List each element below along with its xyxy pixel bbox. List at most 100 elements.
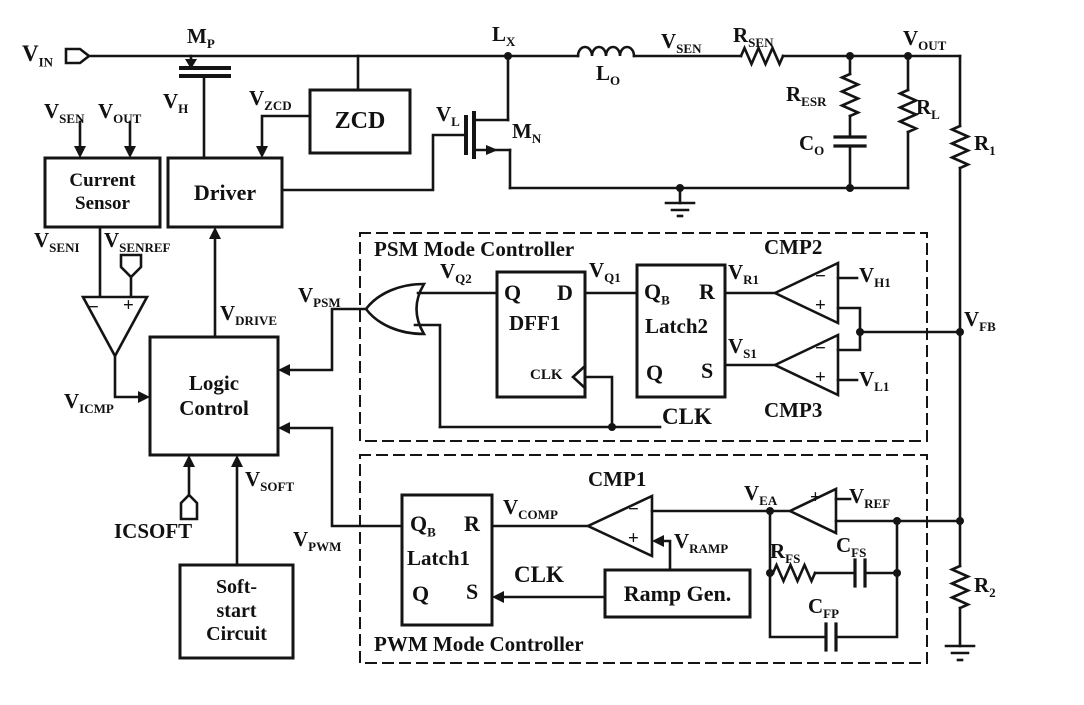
label-vramp: VRAMP <box>674 529 729 557</box>
label-vref: VREF <box>849 484 891 512</box>
label-mn: MN <box>512 119 542 147</box>
latch1-qb-label: QB <box>410 511 436 540</box>
junction-dots <box>504 52 964 577</box>
label-vsen-in: VSEN <box>44 99 85 127</box>
dff1-clock-wedge <box>571 364 587 390</box>
zcd-block <box>308 88 412 155</box>
label-vfb: VFB <box>964 307 996 335</box>
label-icsoft: ICSOFT <box>114 519 193 543</box>
label-clk-pwm: CLK <box>514 562 564 587</box>
cmp2-triangle <box>771 260 862 334</box>
latch1-name-label: Latch1 <box>407 546 470 570</box>
label-vh: VH <box>163 89 189 117</box>
latch2-q-label: Q <box>646 360 664 385</box>
label-vq1: VQ1 <box>589 258 621 286</box>
cmp2-minus-sign: − <box>815 266 826 287</box>
label-clk-psm: CLK <box>662 404 712 429</box>
vpsm-wire <box>278 307 367 376</box>
feedback-divider <box>944 54 976 662</box>
current-sensor-inputs <box>74 120 136 158</box>
cmp1-plus-sign: + <box>628 528 639 549</box>
label-vdrive: VDRIVE <box>220 301 278 329</box>
psm-controller-title: PSM Mode Controller <box>374 237 575 261</box>
vsoft-wire <box>231 455 243 567</box>
top-rail <box>87 44 962 68</box>
dff1-d-label: D <box>557 280 573 305</box>
label-cmp1: CMP1 <box>588 467 647 491</box>
label-vin: VIN <box>22 41 54 70</box>
resistor-resr <box>838 72 862 118</box>
label-resr: RESR <box>786 82 827 110</box>
or-gate <box>364 282 499 429</box>
psm-controller-box <box>359 232 928 442</box>
label-vq2: VQ2 <box>440 259 472 287</box>
dff1-block <box>495 270 587 399</box>
cmp2-plus-sign: + <box>815 295 826 316</box>
mp-transistor <box>179 54 231 160</box>
power-ground-rail <box>508 186 910 218</box>
label-mp: MP <box>187 24 215 52</box>
latch2-block <box>635 263 727 399</box>
latch2-qb-label: QB <box>644 279 670 308</box>
resistor-r1 <box>948 124 972 170</box>
dff1-q-label: Q <box>504 280 522 305</box>
cmp3-minus-sign: − <box>815 338 826 359</box>
psm-signal-wires <box>583 291 777 367</box>
label-vcomp: VCOMP <box>503 495 558 523</box>
pwm-controller-title: PWM Mode Controller <box>374 632 584 656</box>
latch2-s-label: S <box>701 358 714 383</box>
dff1-name-label: DFF1 <box>509 311 561 335</box>
label-vs1: VS1 <box>728 334 757 362</box>
label-cfs: CFS <box>836 533 867 561</box>
cmp3-triangle <box>771 330 862 398</box>
resistor-rsen <box>739 44 785 68</box>
resistor-rfs <box>771 561 817 585</box>
latch1-s-label: S <box>466 579 479 604</box>
label-vout-in: VOUT <box>98 99 142 127</box>
vdrive-wire <box>209 227 221 339</box>
driver-block <box>166 156 284 229</box>
dff1-clk-label: CLK <box>530 367 563 383</box>
label-r1: R1 <box>974 131 996 159</box>
ramp-gen-block <box>603 568 752 619</box>
inductor-lo <box>576 45 636 58</box>
pwm-controller-box <box>359 454 928 664</box>
label-vpsm: VPSM <box>298 283 341 311</box>
vsenref-pin <box>119 253 143 279</box>
icsoft-pin <box>179 455 199 521</box>
zcd-block-label: ZCD <box>334 108 386 135</box>
sense-comp-plus-sign: + <box>123 295 134 316</box>
label-rl: RL <box>916 95 940 123</box>
latch2-r-label: R <box>699 279 715 304</box>
latch1-r-label: R <box>464 511 480 536</box>
latch1-q-label: Q <box>412 581 430 606</box>
vzcd-wire <box>256 114 312 158</box>
sense-comparator <box>80 225 150 403</box>
lx-node-wiring <box>356 54 510 122</box>
psm-clock-rail <box>438 364 662 429</box>
label-vea: VEA <box>744 481 778 509</box>
output-filter-network <box>833 54 920 190</box>
label-co: CO <box>799 131 825 159</box>
ramp-gen-label: Ramp Gen. <box>623 580 732 606</box>
label-vsoft: VSOFT <box>245 467 295 495</box>
label-vsen-rail: VSEN <box>661 29 702 57</box>
resistor-rl <box>896 88 920 134</box>
resistor-r2 <box>948 564 972 610</box>
cmp3-plus-sign: + <box>815 367 826 388</box>
current-sensor-block <box>43 156 162 229</box>
label-vl: VL <box>436 102 460 130</box>
label-vsenref: VSENREF <box>104 228 171 256</box>
latch1-block <box>400 493 494 627</box>
label-r2: R2 <box>974 573 996 601</box>
latch2-name-label: Latch2 <box>645 314 708 338</box>
label-cmp3: CMP3 <box>764 398 823 422</box>
label-vseni: VSENI <box>34 228 80 256</box>
label-lo: LO <box>596 61 621 89</box>
label-vpwm: VPWM <box>293 527 342 555</box>
label-vzcd: VZCD <box>249 86 292 114</box>
driver-label: Driver <box>193 179 257 205</box>
